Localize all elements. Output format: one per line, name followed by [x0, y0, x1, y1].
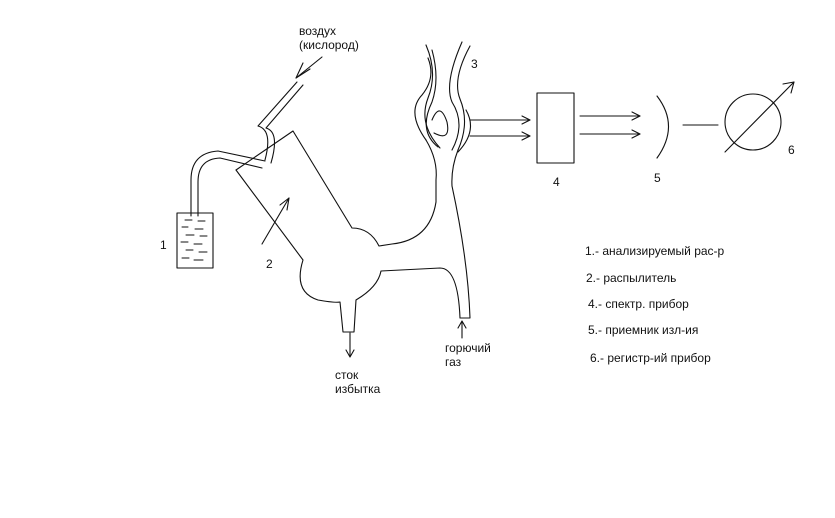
number-3: 3 — [471, 57, 478, 71]
drain-label-line2: избытка — [335, 382, 381, 396]
legend-item-3: 4.- спектр. прибор — [588, 297, 689, 311]
beam-2 — [579, 111, 641, 139]
legend-item-1: 1.- анализируемый рас-р — [585, 244, 725, 258]
legend-item-4: 5.- приемник изл-ия — [588, 323, 699, 337]
legend-item-2: 2.- распылитель — [586, 271, 677, 285]
spectral-instrument — [536, 92, 575, 164]
sprayer-chamber — [235, 130, 461, 333]
fuel-label: горючий газ — [445, 341, 491, 369]
burner-neck — [425, 139, 471, 319]
air-label: воздух (кислород) — [299, 24, 359, 52]
recording-instrument — [724, 81, 795, 153]
fuel-label-line1: горючий — [445, 341, 491, 355]
legend-item-5: 6.- регистр-ий прибор — [590, 351, 711, 365]
beam-1 — [469, 115, 531, 141]
flame — [414, 41, 472, 153]
sample-beaker — [176, 212, 214, 269]
fuel-label-line2: газ — [445, 355, 462, 369]
drain-arrow — [345, 332, 355, 358]
number-4: 4 — [553, 175, 560, 189]
air-tube — [257, 56, 323, 164]
number-5: 5 — [654, 171, 661, 185]
number-2: 2 — [266, 257, 273, 271]
fuel-arrow — [457, 320, 467, 339]
drain-label-line1: сток — [335, 368, 359, 382]
number-1: 1 — [160, 238, 167, 252]
radiation-receiver — [656, 95, 669, 159]
air-label-line1: воздух — [299, 24, 337, 38]
sample-capillary — [190, 150, 266, 217]
number-6: 6 — [788, 143, 795, 157]
drain-label: сток избытка — [335, 368, 380, 396]
air-label-line2: (кислород) — [299, 38, 359, 52]
solution-dashes — [180, 219, 208, 261]
